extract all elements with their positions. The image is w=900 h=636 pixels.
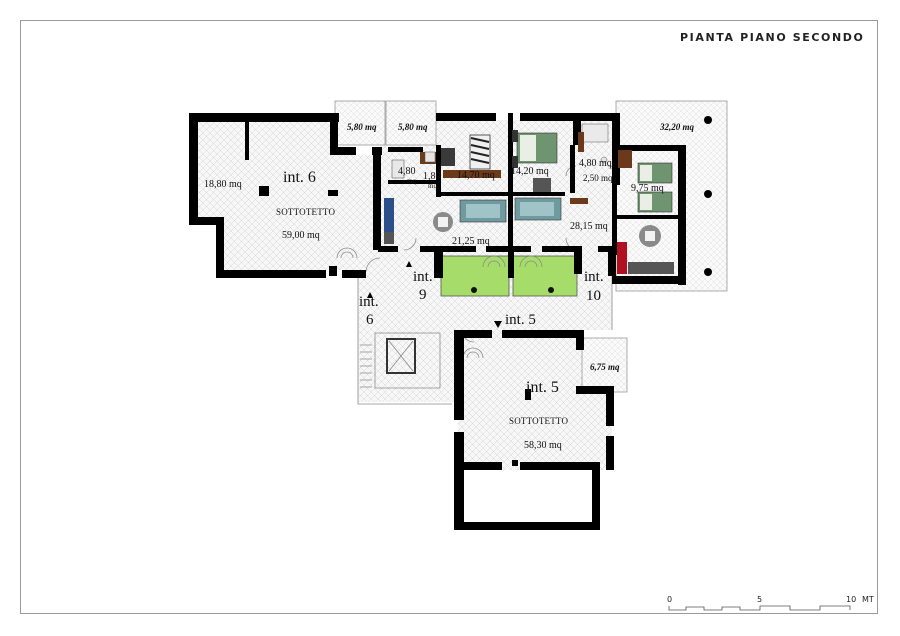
int6-room-label: int. 6	[283, 169, 316, 186]
int9-living-area: 21,25 mq	[452, 236, 490, 247]
scale-tick-10: 10	[846, 595, 857, 604]
int5-room-label: int. 5	[526, 379, 559, 396]
terrace-left-2-floor	[385, 100, 437, 146]
scale-unit: MT	[862, 595, 874, 604]
elevator-box	[386, 338, 416, 374]
int10-spiral-stair	[519, 255, 543, 268]
int6-main-label: SOTTOTETTO	[276, 207, 335, 217]
landing-floor	[358, 270, 612, 402]
scale-bar	[668, 605, 851, 611]
int9-bed-area: 14,70 mq	[457, 170, 495, 181]
int5-main-area: 58,30 mq	[524, 440, 562, 451]
int9-spiral-stair	[482, 255, 506, 268]
int6-side-area: 18,80 mq	[204, 179, 242, 190]
unit-labels: int. 6 int. 6 int. 9 int. 10 int. 5 int.…	[283, 169, 604, 396]
int6-floor	[193, 117, 380, 277]
int9-wc-unit: mq	[428, 182, 437, 190]
int6-main-area: 59,00 mq	[282, 230, 320, 241]
landing-outline	[357, 270, 452, 405]
int10-living-area: 28,15 mq	[570, 221, 608, 232]
courtyard-int9-column	[471, 287, 477, 293]
courtyards	[440, 255, 578, 297]
int5-floor	[458, 330, 612, 470]
int6-entry-label-a: int.	[359, 294, 379, 310]
courtyard-int10	[512, 255, 578, 297]
entry-markers	[367, 261, 582, 328]
int10-kitchen	[617, 242, 627, 274]
drawing-sheet-border	[20, 20, 878, 614]
furniture	[384, 123, 674, 274]
int5-lower-void	[465, 478, 593, 520]
scale-tick-5: 5	[757, 595, 763, 604]
courtyard-int10-column	[548, 287, 554, 293]
int9-bath-unit: mq	[407, 177, 416, 185]
drawing-title: PIANTA PIANO SECONDO	[680, 31, 865, 44]
int10-bed-master-area: 14,20 mq	[511, 166, 549, 177]
int9-wc-area: 1,80	[423, 171, 441, 182]
walls	[189, 113, 686, 530]
int5-balcony-area: 6,75 mq	[590, 362, 620, 372]
int10-hall-area: 2,50 mq	[583, 173, 613, 183]
terrace-left-1-area: 5,80 mq	[347, 122, 377, 132]
int5-main-label: SOTTOTETTO	[509, 416, 568, 426]
scale-tick-0: 0	[667, 595, 673, 604]
int10-bed-small-area: 9,75 mq	[631, 183, 664, 194]
int10-bath-area: 4,80 mq	[579, 158, 612, 169]
int10-entry-label-b: 10	[586, 288, 601, 304]
int9-entry-label-a: int.	[413, 269, 433, 285]
int6-spiral-stair	[336, 247, 358, 259]
int5-entry-label: int. 5	[505, 312, 536, 328]
stair-treads	[360, 344, 372, 388]
terrace-left-2-area: 5,80 mq	[398, 122, 428, 132]
int9-bath-area: 4,80	[398, 166, 416, 177]
room-labels: 5,80 mq 5,80 mq 32,20 mq 18,80 mq SOTTOT…	[204, 122, 695, 451]
int10-entry-label-a: int.	[584, 269, 604, 285]
elevator-cross	[388, 340, 414, 372]
landing-stair-box	[374, 332, 441, 389]
int6-entry-label-b: 6	[366, 312, 374, 328]
terrace-right-area: 32,20 mq	[659, 122, 695, 132]
columns	[259, 116, 712, 466]
int9-entry-label-b: 9	[419, 287, 427, 303]
